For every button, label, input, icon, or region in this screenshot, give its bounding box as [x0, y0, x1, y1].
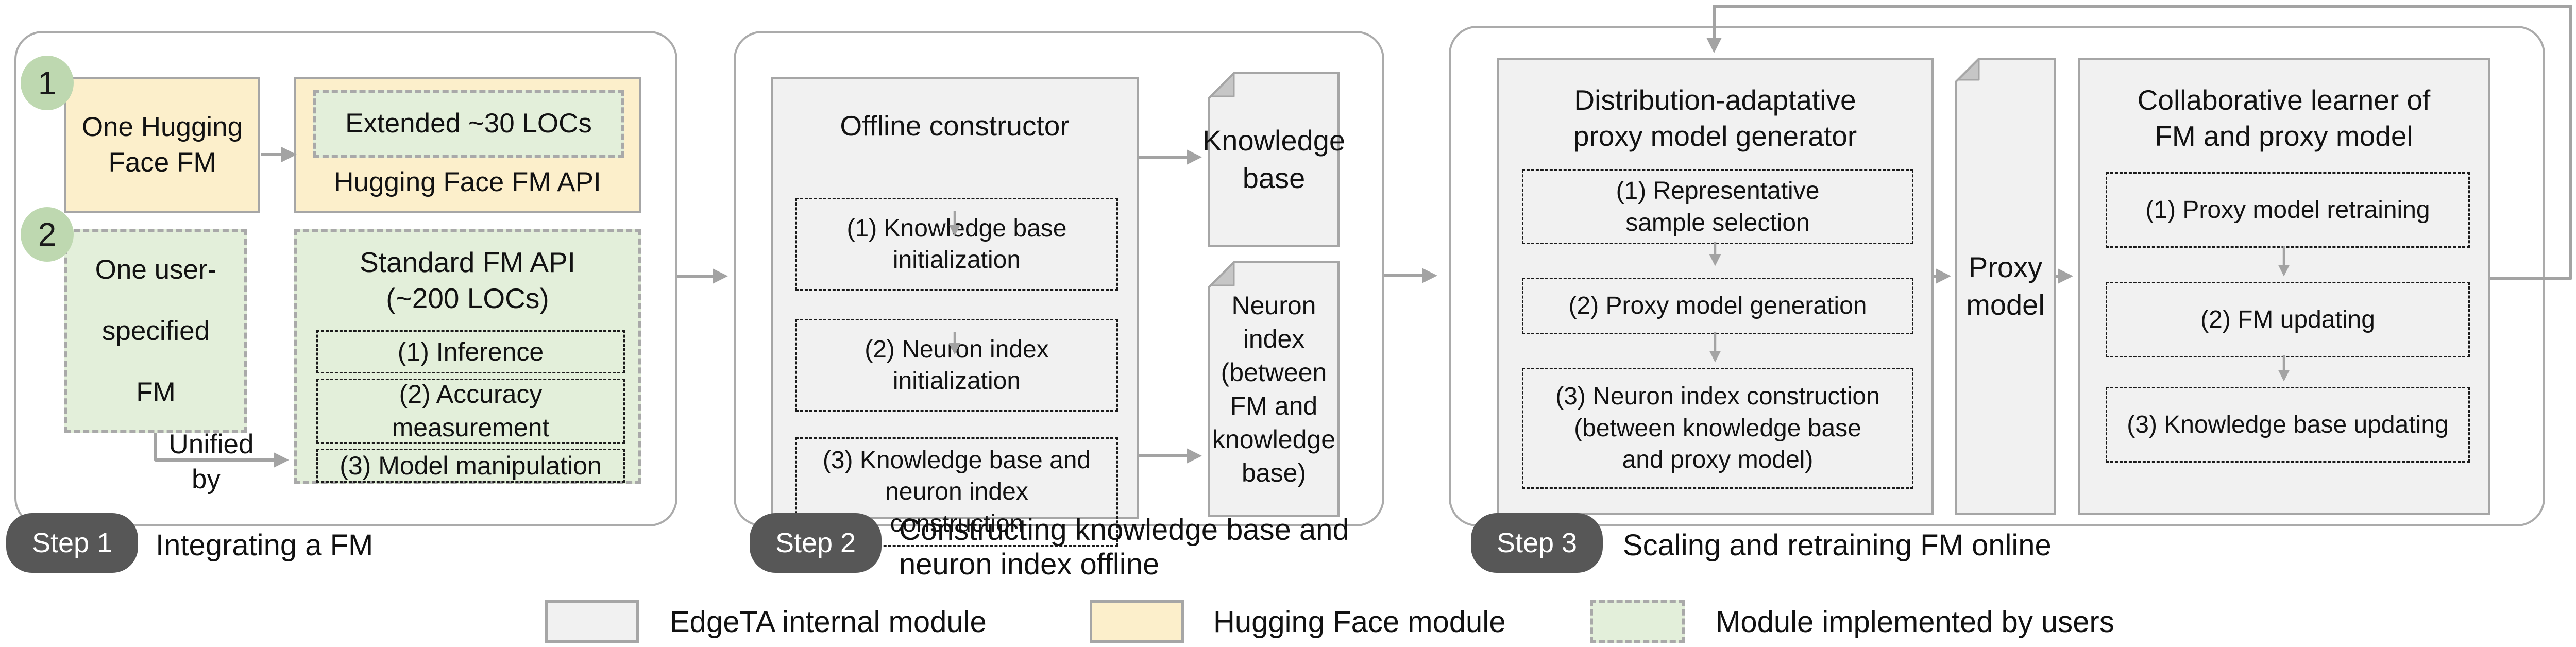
hugging-face-api-label: Hugging Face FM API	[334, 166, 601, 197]
kb-init-item-label: (1) Knowledge base initialization	[846, 214, 1067, 274]
standard-fm-api-box: Standard FM API (~200 LOCs) (1) Inferenc…	[294, 229, 641, 484]
step2-caption-text: Constructing knowledge base and neuron i…	[899, 513, 1349, 581]
proxy-generation-item-label: (2) Proxy model generation	[1568, 292, 1867, 320]
step3-pill: Step 3	[1471, 513, 1603, 573]
representative-sample-item-label: (1) Representative sample selection	[1616, 177, 1820, 236]
manipulation-item-box: (3) Model manipulation	[316, 449, 625, 483]
neuron-index-doc-label: Neuron index (between FM and knowledge b…	[1212, 291, 1336, 487]
legend-label-hugging-face: Hugging Face module	[1213, 603, 1625, 641]
inference-item-label: (1) Inference	[397, 337, 544, 366]
kb-neuron-construction-item-box: (3) Knowledge base and neuron index cons…	[795, 437, 1118, 547]
document-shape-icon	[1208, 72, 1340, 247]
offline-constructor-title-text: Offline constructor	[840, 109, 1070, 142]
step1-badge-2: 2	[21, 207, 74, 262]
legend-label-user-module: Module implemented by users	[1716, 603, 2179, 641]
document-shape-icon	[1208, 261, 1340, 517]
extended-locs-label: Extended ~30 LOCs	[345, 108, 592, 139]
inference-item-box: (1) Inference	[316, 330, 625, 373]
step3-caption: Scaling and retraining FM online	[1623, 521, 2241, 569]
accuracy-item-label: (2) Accuracy measurement	[392, 380, 550, 442]
step1-pill: Step 1	[6, 513, 138, 573]
legend-label-hugging-face-text: Hugging Face module	[1213, 605, 1506, 639]
offline-constructor-title: Offline constructor	[773, 105, 1137, 146]
kb-init-item-box: (1) Knowledge base initialization	[795, 198, 1118, 291]
collaborative-learner-box: Collaborative learner of FM and proxy mo…	[2078, 58, 2490, 515]
step3-pill-label: Step 3	[1496, 527, 1578, 558]
step1-caption: Integrating a FM	[156, 521, 568, 569]
neuron-index-doc: Neuron index (between FM and knowledge b…	[1208, 261, 1340, 517]
unified-label: Unified	[160, 429, 263, 460]
collaborative-learner-title-text: Collaborative learner of FM and proxy mo…	[2137, 83, 2431, 152]
badge-2-number: 2	[38, 216, 57, 253]
legend-swatch-user-module	[1590, 600, 1685, 643]
proxy-retraining-item-label: (1) Proxy model retraining	[2145, 196, 2430, 224]
step1-pill-label: Step 1	[31, 527, 113, 558]
step1-caption-text: Integrating a FM	[156, 528, 374, 562]
accuracy-item-box: (2) Accuracy measurement	[316, 379, 625, 444]
legend-label-user-module-text: Module implemented by users	[1716, 605, 2114, 639]
knowledge-base-doc-label-wrap: Knowledge base	[1202, 72, 1345, 247]
kb-neuron-construction-item-label: (3) Knowledge base and neuron index cons…	[822, 446, 1091, 537]
standard-fm-api-title: Standard FM API (~200 LOCs)	[297, 242, 638, 319]
knowledge-base-doc: Knowledge base	[1202, 72, 1345, 247]
by-label-text: by	[192, 464, 221, 495]
badge-1-number: 1	[38, 64, 57, 101]
kb-updating-item-label: (3) Knowledge base updating	[2127, 411, 2449, 438]
kb-updating-item-box: (3) Knowledge base updating	[2106, 387, 2470, 463]
manipulation-item-label: (3) Model manipulation	[340, 451, 602, 480]
step2-caption: Constructing knowledge base and neuron i…	[899, 513, 1440, 581]
proxy-model-doc-label: Proxy model	[1966, 251, 2045, 321]
hugging-face-api-label-row: Hugging Face FM API	[296, 161, 639, 204]
neuron-index-doc-label-wrap: Neuron index (between FM and knowledge b…	[1208, 261, 1340, 517]
legend-swatch-hugging-face	[1090, 600, 1184, 643]
step1-badge-1: 1	[21, 56, 74, 110]
legend-swatch-internal-module	[545, 600, 639, 643]
extended-locs-box: Extended ~30 LOCs	[313, 90, 624, 158]
unified-label-text: Unified	[168, 429, 254, 459]
fm-updating-item-label: (2) FM updating	[2200, 305, 2375, 333]
knowledge-base-doc-label: Knowledge base	[1202, 124, 1346, 194]
proxy-generation-item-box: (2) Proxy model generation	[1522, 278, 1913, 334]
legend-label-internal-module-text: EdgeTA internal module	[670, 605, 987, 639]
step2-pill: Step 2	[750, 513, 882, 573]
neuron-index-construction-item-box: (3) Neuron index construction (between k…	[1522, 368, 1913, 489]
neuron-init-item-box: (2) Neuron index initialization	[795, 319, 1118, 412]
proxy-model-doc-label-wrap: Proxy model	[1955, 58, 2056, 515]
legend-label-internal-module: EdgeTA internal module	[670, 603, 1082, 641]
neuron-init-item-label: (2) Neuron index initialization	[865, 335, 1049, 395]
proxy-generator-title: Distribution-adaptative proxy model gene…	[1499, 79, 1931, 157]
neuron-index-construction-item-label: (3) Neuron index construction (between k…	[1555, 383, 1880, 474]
representative-sample-item-box: (1) Representative sample selection	[1522, 169, 1913, 244]
proxy-model-doc: Proxy model	[1955, 58, 2056, 515]
step3-caption-text: Scaling and retraining FM online	[1623, 528, 2052, 562]
user-specified-fm-box: One user- specified FM	[64, 229, 247, 433]
fm-updating-item-box: (2) FM updating	[2106, 282, 2470, 357]
offline-constructor-box: Offline constructor (1) Knowledge base i…	[771, 77, 1139, 547]
user-specified-fm-label: One user- specified FM	[95, 254, 217, 408]
standard-fm-api-title-text: Standard FM API (~200 LOCs)	[360, 246, 575, 314]
hugging-face-api-box: Extended ~30 LOCs Hugging Face FM API	[294, 77, 641, 213]
hugging-face-fm-label: One Hugging Face FM	[81, 111, 243, 178]
proxy-retraining-item-box: (1) Proxy model retraining	[2106, 172, 2470, 248]
collaborative-learner-title: Collaborative learner of FM and proxy mo…	[2080, 79, 2488, 157]
proxy-generator-title-text: Distribution-adaptative proxy model gene…	[1573, 83, 1857, 152]
proxy-generator-box: Distribution-adaptative proxy model gene…	[1497, 58, 1934, 515]
step2-pill-label: Step 2	[775, 527, 856, 558]
hugging-face-fm-box: One Hugging Face FM	[64, 77, 260, 213]
by-label: by	[155, 464, 258, 495]
